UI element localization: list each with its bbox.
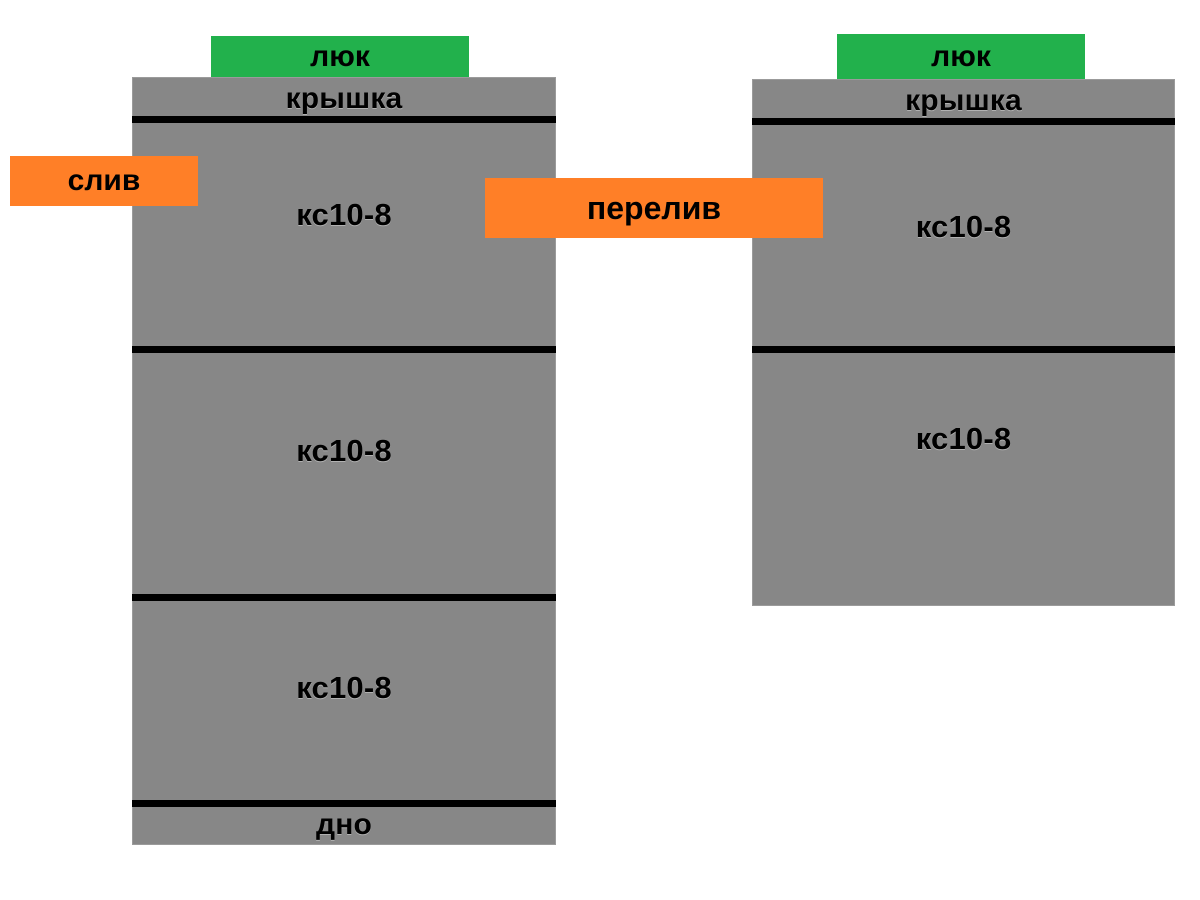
right-tank-label-ring-1: кс10-8 <box>915 209 1012 244</box>
left-tank-label-bottom: дно <box>315 808 373 841</box>
drain-callout: слив <box>10 156 198 206</box>
left-tank-label-ring-1: кс10-8 <box>296 197 392 232</box>
left-tank-divider-2 <box>132 594 556 601</box>
left-tank-label-ring-3: кс10-8 <box>296 670 392 705</box>
right-tank-label-lid: крышка <box>905 84 1022 117</box>
right-tank-divider-lid <box>752 118 1175 125</box>
left-tank-divider-lid <box>132 116 556 123</box>
right-tank-body <box>752 79 1175 606</box>
hatch-right-callout: люк <box>837 34 1085 79</box>
right-tank-divider-1 <box>752 346 1175 353</box>
left-tank-label-lid: крышка <box>285 82 403 115</box>
right-tank-label-ring-2: кс10-8 <box>915 421 1012 456</box>
left-tank-label-ring-2: кс10-8 <box>296 433 392 468</box>
overflow-callout: перелив <box>485 178 823 238</box>
hatch-left-callout: люк <box>211 36 469 77</box>
left-tank-divider-1 <box>132 346 556 353</box>
left-tank-divider-bottom <box>132 800 556 807</box>
